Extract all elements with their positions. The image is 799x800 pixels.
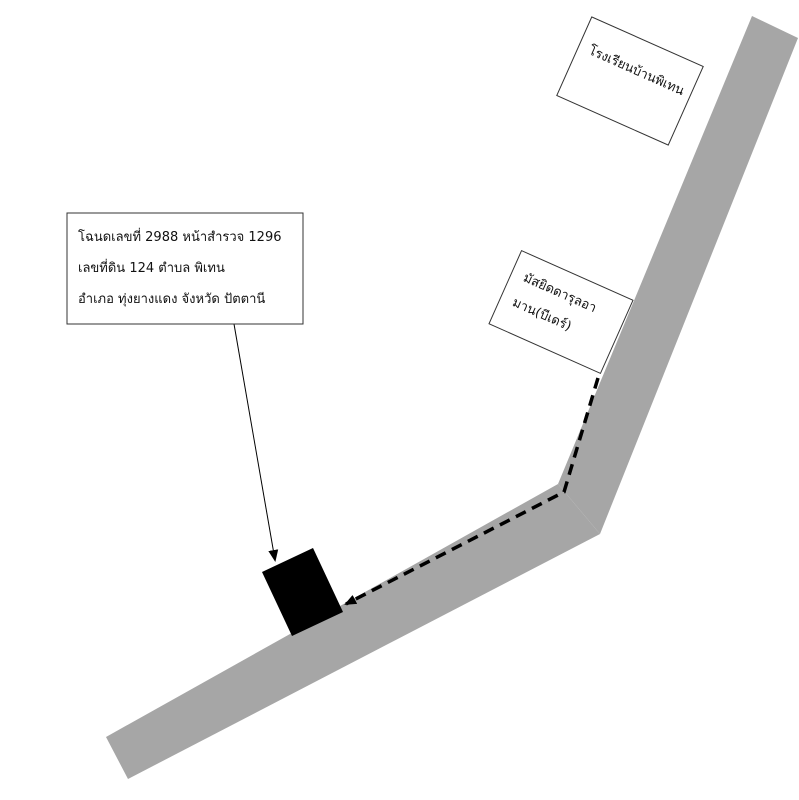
deed-pointer-arrow [233,323,279,562]
deed-line-2: เลขที่ดิน 124 ตำบล พิเทน [78,259,225,276]
road [106,16,798,779]
mosque-box: มัสยิดดารุลอา มาน(บีเดร์) [488,249,634,375]
road-segment-upper [558,16,798,534]
deed-line-1: โฉนดเลขที่ 2988 หน้าสำรวจ 1296 [78,228,282,245]
deed-info-box: โฉนดเลขที่ 2988 หน้าสำรวจ 1296 เลขที่ดิน… [66,212,304,325]
road-segment-lower [106,484,600,779]
school-box: โรงเรียนบ้านพิเทน [556,16,704,146]
land-plot [262,548,343,636]
deed-line-3: อำเภอ ทุ่งยางแดง จังหวัด ปัตตานี [78,291,265,307]
route-dashed-arrow [344,377,600,606]
